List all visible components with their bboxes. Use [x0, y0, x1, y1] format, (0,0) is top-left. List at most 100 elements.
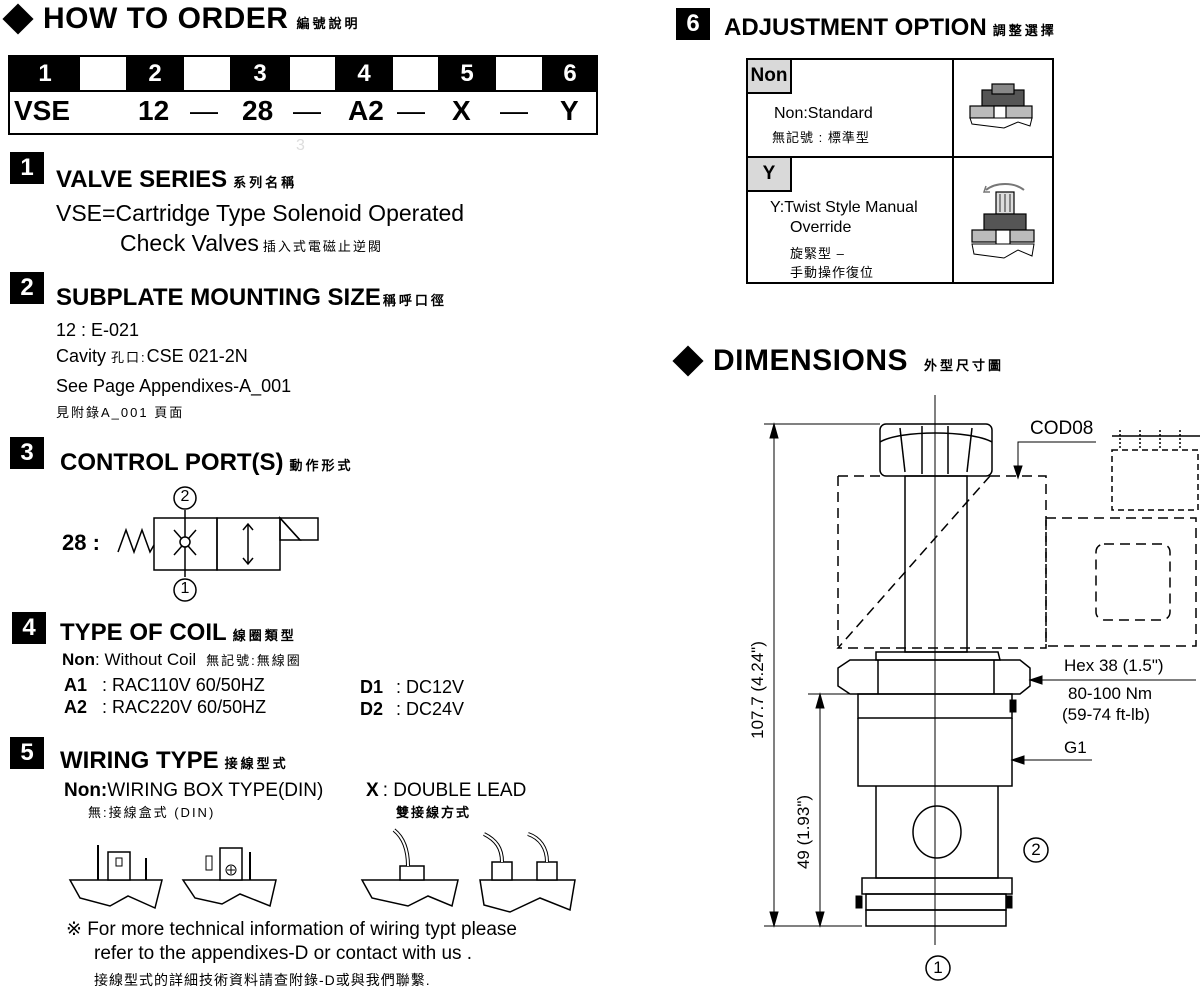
- order-num-3: 3: [230, 57, 290, 90]
- order-dash: —: [190, 95, 218, 126]
- mounting-size-line1: 12 : E-021: [56, 320, 140, 340]
- coil-row-d2: D2: DC24V: [360, 699, 464, 720]
- order-code-4: A2: [348, 95, 384, 126]
- coil-non-zh: 無記號:無線圈: [206, 653, 302, 668]
- order-num-2: 2: [126, 57, 184, 90]
- order-num-6: 6: [542, 57, 598, 90]
- mounting-size-cavity: Cavity 孔口:CSE 021-2N: [56, 346, 248, 367]
- coil-code-a2: A2: [64, 697, 88, 717]
- wiring-x-code: X: [366, 780, 379, 801]
- order-dash: —: [397, 95, 425, 126]
- control-port-2-label: 2: [180, 488, 190, 505]
- control-port-title: CONTROL PORT(S): [60, 449, 284, 476]
- wiring-non-text: WIRING BOX TYPE(DIN): [107, 780, 324, 801]
- control-port-1-label: 1: [180, 580, 190, 597]
- coil-row-a1: A1 : RAC110V 60/50HZ: [64, 675, 265, 696]
- order-num-1: 1: [10, 57, 80, 90]
- control-code-label: 28 :: [62, 530, 100, 555]
- dim-lower-height: 49 (1.93"): [794, 794, 813, 870]
- valve-series-line2-en: Check Valves: [120, 230, 259, 256]
- din-wiring-box-open-icon: [181, 847, 277, 908]
- twist-manual-override-icon: [971, 183, 1035, 259]
- dim-hex-label: Hex 38 (1.5"): [1064, 656, 1164, 675]
- wiring-non-code: Non:: [64, 780, 108, 801]
- adjustment-option-title: ADJUSTMENT OPTION: [724, 14, 987, 41]
- adjust-y-zh1: 旋緊型 –: [790, 246, 845, 261]
- cavity-label: Cavity: [56, 346, 107, 366]
- order-code-table: 1 2 3 4 5 6 VSE 12 — 28 — A2 — X — Y: [8, 55, 598, 135]
- mounting-size-appendix-zh: 見附錄A_001 頁面: [56, 405, 185, 420]
- adjustment-option-title-zh: 調整選擇: [992, 23, 1057, 38]
- coil-type-title: TYPE OF COIL: [60, 619, 227, 646]
- wiring-x-zh: 雙接線方式: [396, 805, 472, 820]
- cavity-label-zh: 孔口:: [111, 350, 147, 365]
- section-5-number: 5: [10, 737, 44, 769]
- dim-port-2-circle: [1023, 837, 1049, 863]
- coil-code-a1: A1: [64, 675, 88, 695]
- section-3-title: CONTROL PORT(S) 動作形式: [60, 449, 354, 477]
- adjust-y-code: Y: [748, 158, 792, 192]
- order-code-6: Y: [560, 95, 579, 126]
- adjust-non-code: Non: [748, 60, 792, 94]
- adjust-y-zh2: 手動操作復位: [790, 265, 875, 280]
- valve-series-title-zh: 系列名稱: [233, 175, 298, 190]
- wiring-non-zh: 無:接線盒式 (DIN): [88, 805, 216, 820]
- coil-row-d1: D1 : DC12V: [360, 677, 464, 698]
- wiring-note-line1: ※ For more technical information of wiri…: [66, 919, 517, 940]
- coil-non-text: : Without Coil: [95, 650, 197, 669]
- double-lead-double-icon: [479, 832, 576, 913]
- valve-series-line2-zh: 插入式電磁止逆閥: [262, 239, 383, 254]
- coil-text-d1: : DC12V: [396, 677, 465, 697]
- order-dash: —: [500, 95, 528, 126]
- port-1-circle: [173, 578, 197, 602]
- order-code-2: 12: [138, 95, 170, 126]
- how-to-order-title: HOW TO ORDER: [43, 2, 289, 35]
- dim-total-height: 107.7 (4.24"): [748, 641, 767, 739]
- control-port-title-zh: 動作形式: [289, 458, 354, 473]
- wiring-x-row: X: DOUBLE LEAD: [366, 780, 526, 802]
- adjustment-illustrations: [969, 83, 1035, 259]
- section-3-number: 3: [10, 437, 44, 469]
- wiring-x-text: : DOUBLE LEAD: [382, 780, 527, 801]
- order-num-5: 5: [438, 57, 496, 90]
- adjust-y-text2: Override: [790, 219, 852, 236]
- coil-text-a1: : RAC110V 60/50HZ: [102, 675, 265, 695]
- double-lead-single-icon: [360, 828, 459, 908]
- how-to-order-heading: HOW TO ORDER 編號說明: [2, 2, 360, 36]
- dimensions-title: DIMENSIONS: [713, 344, 909, 377]
- order-code-3: 28: [242, 95, 274, 126]
- section-1-number: 1: [10, 152, 44, 184]
- dim-port-1-label: 1: [933, 958, 943, 977]
- coil-row-a2: A2 : RAC220V 60/50HZ: [64, 697, 266, 718]
- coil-code-d1: D1: [360, 677, 384, 697]
- dim-port-1-circle: [925, 955, 951, 981]
- dim-cod-label: COD08: [1030, 418, 1094, 439]
- coil-text-a2: : RAC220V 60/50HZ: [102, 697, 267, 717]
- section-4-number: 4: [12, 612, 46, 644]
- order-num-4: 4: [335, 57, 393, 90]
- wiring-type-title: WIRING TYPE: [60, 747, 219, 774]
- port-2-circle: [173, 486, 197, 510]
- section-2-number: 2: [10, 272, 44, 304]
- faint-mark: 3: [296, 137, 305, 154]
- din-wiring-box-icon: [68, 845, 163, 910]
- section-6-title: ADJUSTMENT OPTION 調整選擇: [724, 14, 1057, 42]
- wiring-illustrations: [68, 828, 576, 913]
- order-code-1: VSE: [14, 95, 71, 126]
- coil-text-d2: : DC24V: [396, 699, 465, 719]
- control-port-symbol: [117, 486, 319, 602]
- mounting-size-appendix: See Page Appendixes-A_001: [56, 376, 292, 396]
- adjust-non-zh: 無記號 : 標準型: [772, 130, 870, 145]
- adjustment-table: Non Non:Standard 無記號 : 標準型 Y Y:Twist Sty…: [746, 58, 1054, 284]
- order-code-5: X: [452, 95, 471, 126]
- adjust-y-text1: Y:Twist Style Manual: [770, 199, 918, 216]
- how-to-order-title-zh: 編號說明: [296, 16, 361, 31]
- dim-torque-label: 80-100 Nm: [1068, 684, 1153, 703]
